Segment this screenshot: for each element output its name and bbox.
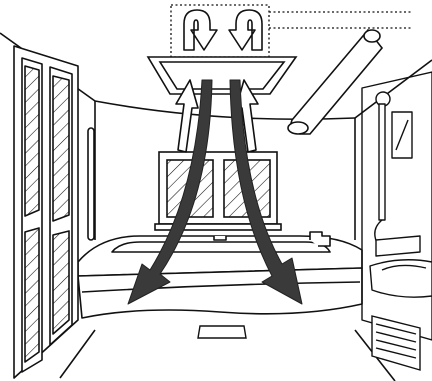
callout-leader	[269, 12, 412, 28]
floor-drain	[198, 326, 246, 338]
shower-bar	[379, 104, 385, 220]
drain-cover	[198, 326, 246, 338]
shower-area	[362, 72, 432, 340]
duct-end	[288, 122, 308, 134]
duct-top	[364, 30, 380, 42]
mirror-glare	[396, 120, 408, 150]
bathtub	[78, 232, 362, 318]
door-glass-left-bottom	[25, 228, 39, 362]
bathtub-front	[78, 268, 362, 318]
folding-door	[14, 46, 94, 378]
door-glass-right-bottom	[53, 231, 69, 334]
door-handle	[88, 128, 94, 240]
exhaust-arrows	[184, 10, 262, 50]
door-glass-left-top	[25, 66, 39, 216]
exhaust-arrow-right	[229, 10, 262, 50]
exhaust-arrow-left	[184, 10, 217, 50]
floor-left-line	[60, 330, 95, 378]
faucet-spout	[214, 236, 226, 240]
bathtub-basin	[112, 242, 330, 252]
door-glass-right-top	[53, 76, 69, 221]
faucet-unit	[376, 236, 420, 256]
ceiling-vent-unit	[148, 57, 296, 94]
ceiling-right-line	[355, 60, 432, 118]
